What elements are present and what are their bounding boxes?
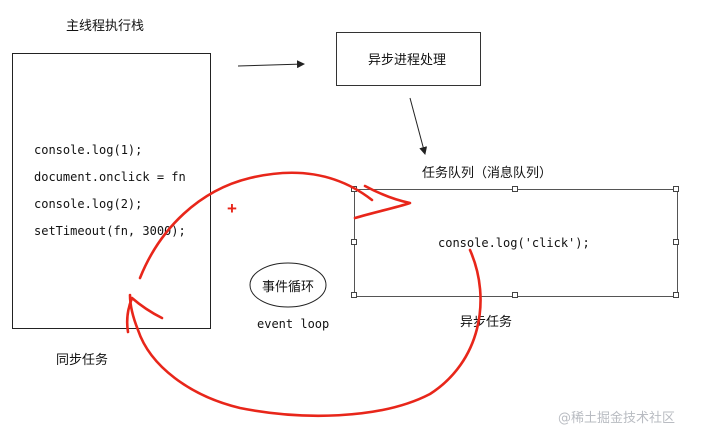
selection-handle[interactable] <box>673 186 679 192</box>
red-arrowhead-top <box>353 184 412 220</box>
main-stack-box <box>12 53 211 329</box>
event-loop-ellipse <box>249 262 327 308</box>
selection-handle[interactable] <box>512 292 518 298</box>
selection-handle[interactable] <box>351 239 357 245</box>
arrow-to-async <box>237 60 305 69</box>
selection-handle[interactable] <box>673 239 679 245</box>
selection-handle[interactable] <box>512 186 518 192</box>
red-arc-top <box>138 171 374 280</box>
task-queue-code: console.log('click'); <box>438 236 590 250</box>
selection-handle[interactable] <box>673 292 679 298</box>
code-line-3: console.log(2); <box>34 197 143 211</box>
event-loop-caption: event loop <box>257 317 330 331</box>
arrow-to-queue <box>409 97 428 155</box>
main-stack-title: 主线程执行栈 <box>66 19 145 34</box>
async-process-box <box>336 32 481 86</box>
red-arrowhead-bottom <box>125 296 164 334</box>
code-line-2: document.onclick = fn <box>34 170 186 184</box>
selection-handle[interactable] <box>351 292 357 298</box>
watermark: @稀土掘金技术社区 <box>558 411 676 426</box>
code-line-4: setTimeout(fn, 3000); <box>34 224 186 238</box>
sync-task-caption: 同步任务 <box>56 353 109 368</box>
async-process-title: 异步进程处理 <box>368 53 447 68</box>
code-line-1: console.log(1); <box>34 143 143 157</box>
task-queue-title: 任务队列（消息队列） <box>422 166 553 181</box>
async-task-caption: 异步任务 <box>460 315 513 330</box>
red-arc-bottom <box>128 248 482 418</box>
plus-mark: + <box>227 199 237 218</box>
event-loop-label: 事件循环 <box>262 280 315 295</box>
